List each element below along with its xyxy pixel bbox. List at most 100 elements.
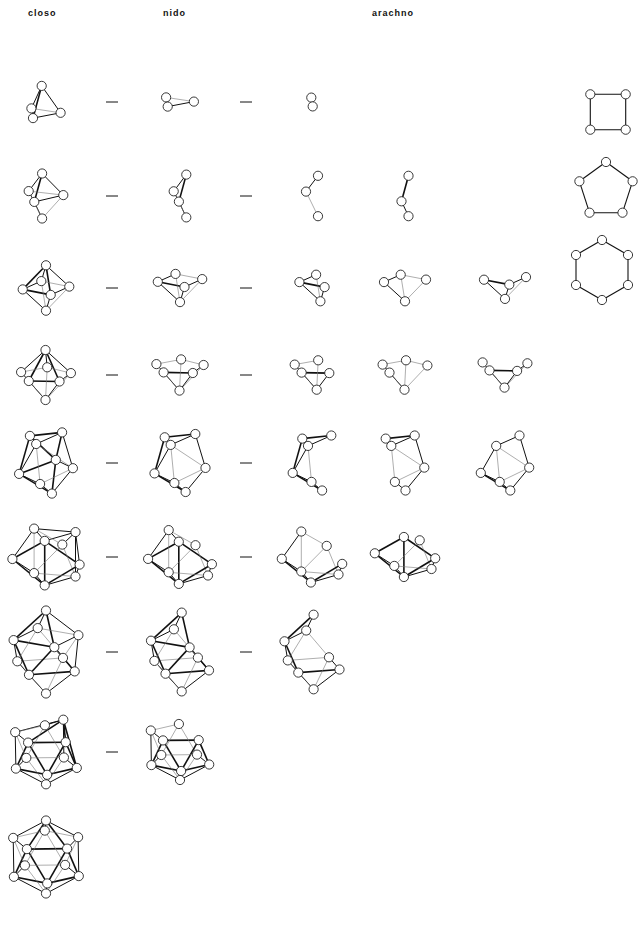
boron-atom — [479, 275, 488, 284]
cluster-bond — [168, 530, 169, 572]
boron-atom — [525, 463, 534, 472]
boron-atom — [66, 369, 75, 378]
boron-atom — [55, 377, 64, 386]
boron-atom — [297, 527, 306, 536]
boron-atom — [320, 283, 329, 292]
boron-atom — [174, 537, 183, 546]
cluster-bond — [171, 445, 206, 468]
boron-atom — [41, 345, 50, 354]
boron-atom — [74, 631, 83, 640]
cluster-bond — [154, 629, 174, 661]
boron-atom — [22, 845, 31, 854]
boron-atom — [41, 889, 50, 898]
cluster-bond — [46, 611, 54, 648]
cluster-bond — [30, 436, 56, 460]
boron-atom — [24, 738, 33, 747]
boron-atom — [193, 653, 202, 662]
boron-atom — [194, 736, 203, 745]
boron-atom — [401, 486, 410, 495]
cluster-bond — [78, 837, 80, 876]
boron-atom — [146, 726, 155, 735]
ring-bond — [590, 94, 625, 95]
cluster-bond — [45, 831, 65, 865]
cluster-bond — [27, 848, 67, 850]
boron-atom — [290, 360, 299, 369]
cluster-bond — [171, 445, 175, 483]
boron-atom — [513, 366, 522, 375]
cluster-bond — [155, 437, 165, 473]
boron-atom — [163, 102, 172, 111]
boron-atom — [189, 97, 198, 106]
boron-atom — [177, 608, 186, 617]
cluster-bond — [496, 446, 529, 468]
boron-atom — [191, 429, 200, 438]
cluster-bond — [21, 372, 45, 400]
boron-atom — [313, 171, 322, 180]
boron-atom — [144, 554, 153, 563]
cluster-bond — [301, 572, 338, 575]
ring-atom — [628, 177, 637, 186]
boron-atom — [306, 578, 315, 587]
cluster-bond — [155, 473, 186, 492]
boron-atom — [198, 275, 207, 284]
boron-atom — [177, 766, 186, 775]
boron-atom — [280, 637, 289, 646]
boron-atom — [325, 369, 334, 378]
boron-atom — [28, 114, 37, 123]
boron-atom — [43, 363, 52, 372]
boron-atom — [43, 879, 52, 888]
cluster-bond — [301, 532, 302, 572]
cluster-bond — [46, 671, 75, 693]
boron-atom — [288, 468, 297, 477]
cluster-bond — [163, 739, 199, 741]
cluster-bond — [19, 460, 56, 474]
series-dash — [240, 196, 252, 197]
cluster-bond — [151, 641, 190, 648]
boron-atom — [312, 270, 321, 279]
ring-bond — [590, 94, 591, 129]
cluster-bond — [314, 657, 329, 689]
boron-atom — [147, 761, 156, 770]
boron-atom — [41, 689, 50, 698]
boron-atom — [334, 570, 343, 579]
boron-atom — [11, 728, 20, 737]
cluster-bond — [481, 473, 511, 491]
boron-atom — [399, 572, 408, 581]
cluster-bond — [174, 629, 198, 657]
series-dash — [240, 288, 252, 289]
boron-atom — [308, 102, 317, 111]
boron-atom — [192, 750, 201, 759]
boron-atom — [157, 750, 166, 759]
boron-atom — [59, 715, 68, 724]
boron-atom — [152, 360, 161, 369]
cluster-bond — [17, 658, 63, 661]
cluster-bond — [311, 564, 342, 583]
boron-atom — [500, 383, 509, 392]
boron-atom — [46, 290, 55, 299]
boron-atom — [207, 560, 216, 569]
boron-atom — [399, 532, 408, 541]
boron-atom — [205, 760, 214, 769]
cluster-bond — [288, 631, 306, 661]
cluster-bond — [12, 529, 34, 559]
boron-atom — [423, 361, 432, 370]
boron-atom — [17, 368, 26, 377]
cluster-bond — [12, 559, 44, 585]
ring-atom — [585, 208, 594, 217]
cluster-bond — [19, 436, 30, 474]
boron-atom — [204, 666, 213, 675]
ring-atom — [618, 208, 627, 217]
boron-atom — [427, 564, 436, 573]
boron-atom — [27, 104, 36, 113]
series-dash — [106, 375, 118, 376]
cluster-bond — [14, 611, 46, 641]
boron-atom — [150, 656, 159, 665]
boron-atom — [59, 191, 68, 200]
boron-atom — [24, 376, 33, 385]
ring-atom — [575, 177, 584, 186]
column-heading: nido — [163, 8, 186, 18]
cluster-bond — [148, 542, 179, 559]
ring-atom — [571, 280, 580, 289]
cluster-bond — [13, 838, 15, 877]
